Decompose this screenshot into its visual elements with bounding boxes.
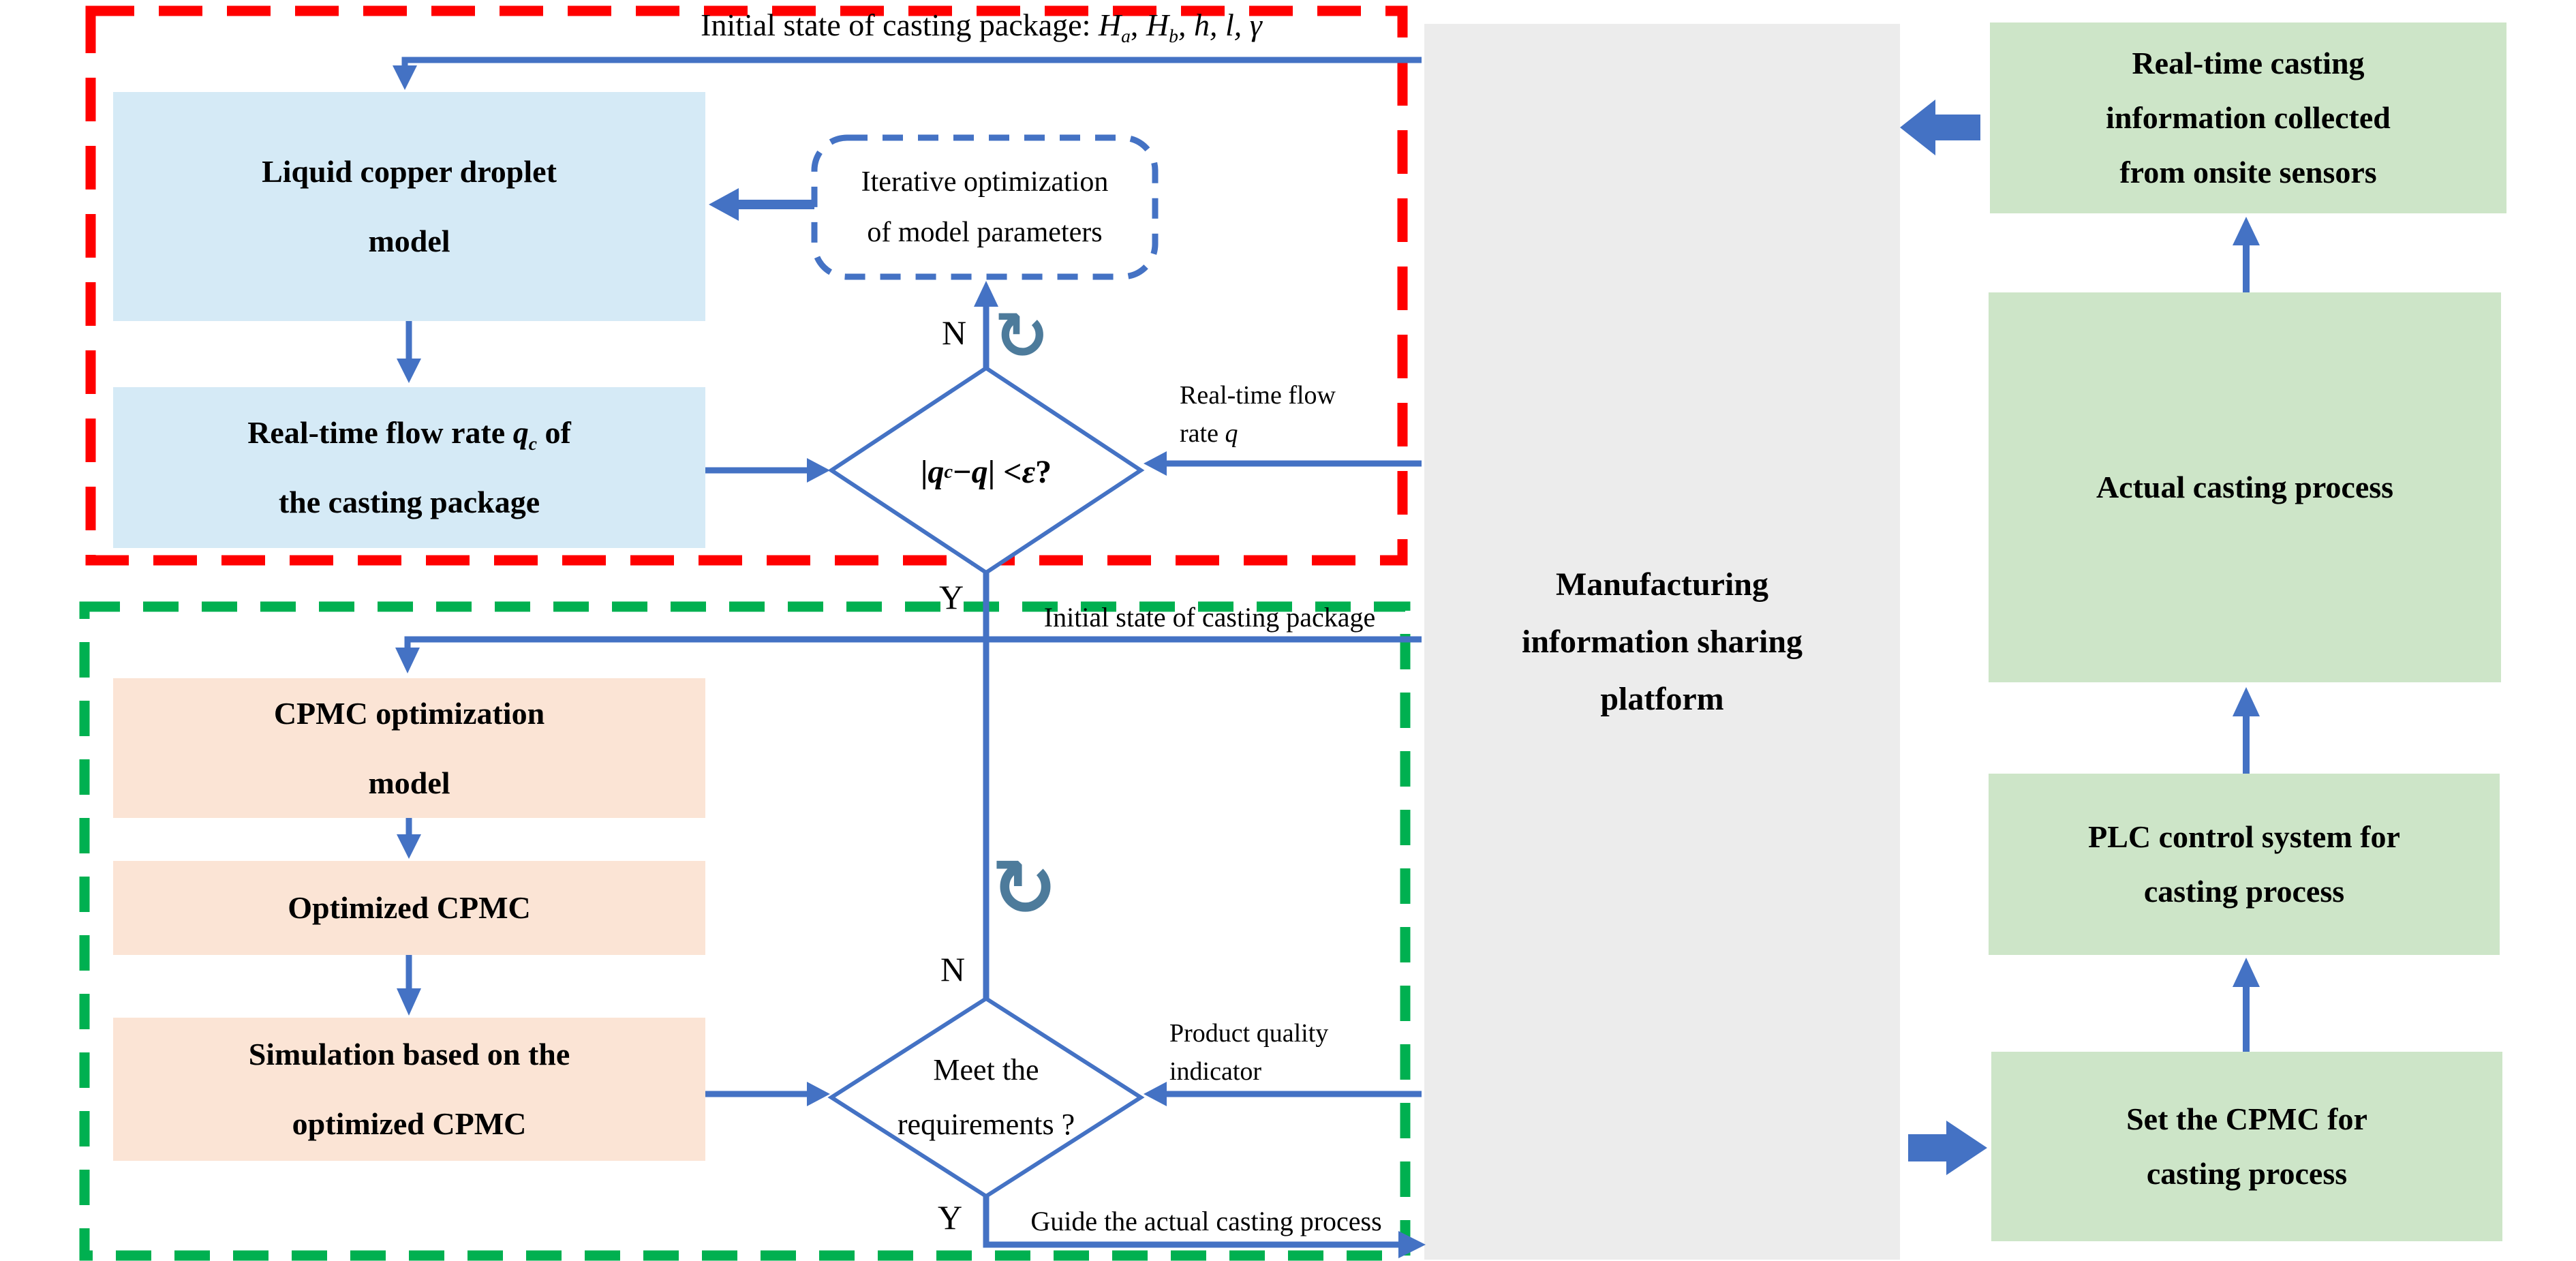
sensors-box-line3: from onsite sensors <box>2119 155 2377 189</box>
set-box-line2: casting process <box>2146 1156 2348 1191</box>
decision2-line2: requirements ? <box>897 1108 1075 1141</box>
liquid-box-line1: Liquid copper droplet <box>262 154 557 189</box>
guide-casting-label: Guide the actual casting process <box>1030 1206 1382 1236</box>
arrow-set-to-plc <box>2233 958 2260 1052</box>
sensors-box-line1: Real-time casting <box>2132 46 2365 80</box>
arrow-plc-to-actual <box>2233 687 2260 774</box>
quality-label-line1: Product quality <box>1169 1019 1329 1048</box>
realtime-flow-rate-box: Real-time flow rate qc of the casting pa… <box>113 387 705 548</box>
liquid-box-line2: model <box>368 224 450 258</box>
flow-rate-label-q: q <box>1225 419 1238 448</box>
cond-open: | <box>920 453 928 490</box>
arrow-flowrate-to-decision <box>705 458 830 483</box>
flow-box-q-sub: c <box>528 433 537 455</box>
arrow-realtime-q-feed <box>1144 451 1422 476</box>
plc-box-line1: PLC control system for <box>2088 819 2400 854</box>
banner-var-ha: H <box>1098 7 1122 42</box>
manufacturing-platform-box: Manufacturing information sharing platfo… <box>1424 24 1900 1260</box>
realtime-flow-rate-label: Real-time flow rate q <box>1180 376 1336 453</box>
block-arrow-platform-to-set <box>1908 1121 1987 1175</box>
cond-qc-sub: c <box>944 461 953 483</box>
flow-box-line1-pre: Real-time flow rate <box>247 415 513 450</box>
flow-rate-label-line2: rate q <box>1180 414 1336 453</box>
actual-casting-process-box: Actual casting process <box>1989 292 2501 682</box>
flow-box-line2: the casting package <box>278 485 540 519</box>
iterative-optimization-label: Iterative optimization of model paramete… <box>814 138 1155 277</box>
flow-rate-label-line1: Real-time flow <box>1180 381 1336 410</box>
cpmc-optimization-model-box: CPMC optimization model <box>113 678 705 818</box>
simulation-box-line2: optimized CPMC <box>292 1106 527 1141</box>
flow-box-line1-post: of <box>536 415 571 450</box>
platform-line1: Manufacturing <box>1556 566 1768 603</box>
loop2-refresh-icon: ↻ <box>991 842 1058 935</box>
decision2-yes-label: Y <box>937 1198 963 1236</box>
banner-sub-a: a <box>1121 25 1131 47</box>
actual-box-line1: Actual casting process <box>2096 470 2394 504</box>
iterative-line1: Iterative optimization <box>861 166 1109 198</box>
arrow-liquid-to-flowrate <box>397 321 421 383</box>
liquid-copper-droplet-model-box: Liquid copper droplet model <box>113 92 705 321</box>
arrow-simulation-to-decision2 <box>705 1082 830 1106</box>
quality-label-line2: indicator <box>1169 1057 1262 1086</box>
optimized-cpmc-box: Optimized CPMC <box>113 861 705 955</box>
arrow-iterative-to-liquid <box>709 188 814 221</box>
loop1-refresh-icon: ↻ <box>994 298 1049 374</box>
banner-var-hb: H <box>1146 7 1169 42</box>
arrow-branch-to-cpmc <box>395 636 1422 673</box>
plc-control-box: PLC control system for casting process <box>1989 774 2500 955</box>
decision2-line1: Meet the <box>933 1053 1039 1087</box>
banner-prefix: Initial state of casting package: <box>701 7 1099 42</box>
set-cpmc-box: Set the CPMC for casting process <box>1991 1052 2502 1241</box>
banner-tail: , h, l, γ <box>1178 7 1262 42</box>
decision2-no-label: N <box>940 950 966 988</box>
banner-sep: , <box>1130 7 1146 42</box>
arrow-optimized-to-simulation <box>397 955 421 1016</box>
arrow-cpmc-to-optimized <box>397 818 421 859</box>
plc-box-line2: casting process <box>2143 874 2345 909</box>
product-quality-label: Product quality indicator <box>1169 1014 1328 1091</box>
platform-line2: information sharing <box>1521 623 1803 660</box>
initial-state-banner: Initial state of casting package: Ha, Hb… <box>551 7 1412 47</box>
initial-state-branch-label: Initial state of casting package <box>1043 602 1376 633</box>
iterative-line2: of model parameters <box>867 217 1103 248</box>
platform-line3: platform <box>1600 680 1724 717</box>
flow-rate-label-pre: rate <box>1180 419 1225 448</box>
optimized-box-line1: Optimized CPMC <box>288 890 531 925</box>
flow-box-line1: Real-time flow rate qc of <box>247 398 571 468</box>
cond-qmark: ? <box>1035 453 1052 490</box>
cond-epsilon: ε <box>1022 453 1036 490</box>
decision1-no-label: N <box>941 314 967 352</box>
simulation-box: Simulation based on the optimized CPMC <box>113 1018 705 1161</box>
cpmc-box-line1: CPMC optimization <box>273 695 545 731</box>
decision1-yes-label: Y <box>938 578 964 616</box>
decision2-condition: Meet the requirements ? <box>843 1036 1129 1159</box>
flow-box-q-var: q <box>512 415 529 450</box>
cond-qc-var: q <box>927 453 945 490</box>
cond-q-var: q <box>971 453 988 490</box>
arrow-initial-state-top <box>393 57 1422 90</box>
cond-minus: − <box>953 453 972 490</box>
cpmc-box-line2: model <box>368 765 450 800</box>
cond-close: | < <box>987 453 1022 490</box>
simulation-box-line1: Simulation based on the <box>248 1037 570 1072</box>
block-arrow-info-to-platform <box>1900 100 1980 155</box>
banner-sub-b: b <box>1169 25 1178 47</box>
sensors-box-line2: information collected <box>2106 100 2391 135</box>
set-box-line1: Set the CPMC for <box>2126 1102 2367 1136</box>
arrow-actual-to-sensors <box>2233 217 2260 292</box>
sensors-info-box: Real-time casting information collected … <box>1990 22 2506 213</box>
